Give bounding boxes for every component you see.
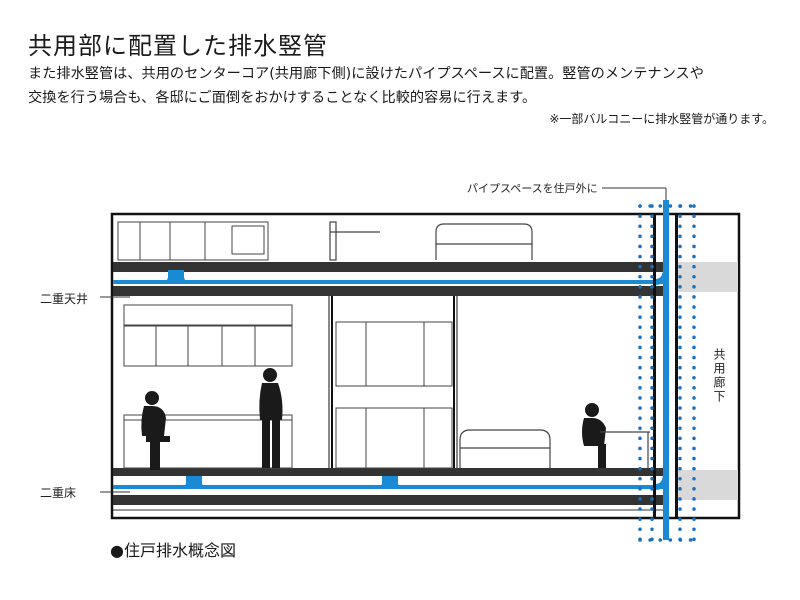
lower-slab	[113, 468, 667, 476]
pipe-space-wall-left	[653, 214, 656, 518]
lower-bed	[459, 429, 551, 468]
upper-bed	[435, 223, 533, 260]
description-line-1: また排水竪管は、共用のセンターコア(共用廊下側)に設けたパイプスペースに配置。竪…	[28, 66, 704, 82]
page-title: 共用部に配置した排水竪管	[28, 32, 328, 60]
person-reading	[582, 403, 606, 468]
vanity	[335, 321, 453, 469]
lower-ceiling-slab	[113, 497, 667, 505]
double-ceiling-label: 二重天井	[40, 292, 89, 306]
description: また排水竪管は、共用のセンターコア(共用廊下側)に設けたパイプスペースに配置。竪…	[28, 62, 788, 110]
desk-lower	[600, 431, 650, 468]
diagram-caption: ●住戸排水概念図	[110, 541, 236, 560]
upper-desk	[329, 221, 380, 261]
drain-trap-3	[381, 476, 399, 488]
person-sitting	[141, 391, 170, 470]
pipe-space-label: パイプスペースを住戸外に	[467, 182, 598, 195]
drain-stack	[663, 200, 669, 540]
upper-kitchen-cabinets	[117, 221, 269, 261]
person-standing	[259, 368, 283, 468]
corridor-slab-upper	[676, 262, 738, 292]
kitchen-wall-cabinets	[123, 304, 293, 367]
corridor-label: 共用廊下	[712, 348, 726, 404]
corridor-slab-lower	[676, 470, 738, 500]
upper-ceiling-slab	[113, 288, 667, 296]
drain-trap-2	[185, 476, 203, 488]
double-floor-label: 二重床	[40, 486, 77, 500]
pipe-space-wall-right	[675, 214, 678, 518]
upper-slab	[113, 262, 667, 272]
footnote: ※一部バルコニーに排水竪管が通ります。	[549, 112, 774, 126]
description-line-2: 交換を行う場合も、各邸にご面倒をおかけすることなく比較的容易に行えます。	[28, 90, 537, 106]
drain-trap-1	[167, 270, 185, 282]
